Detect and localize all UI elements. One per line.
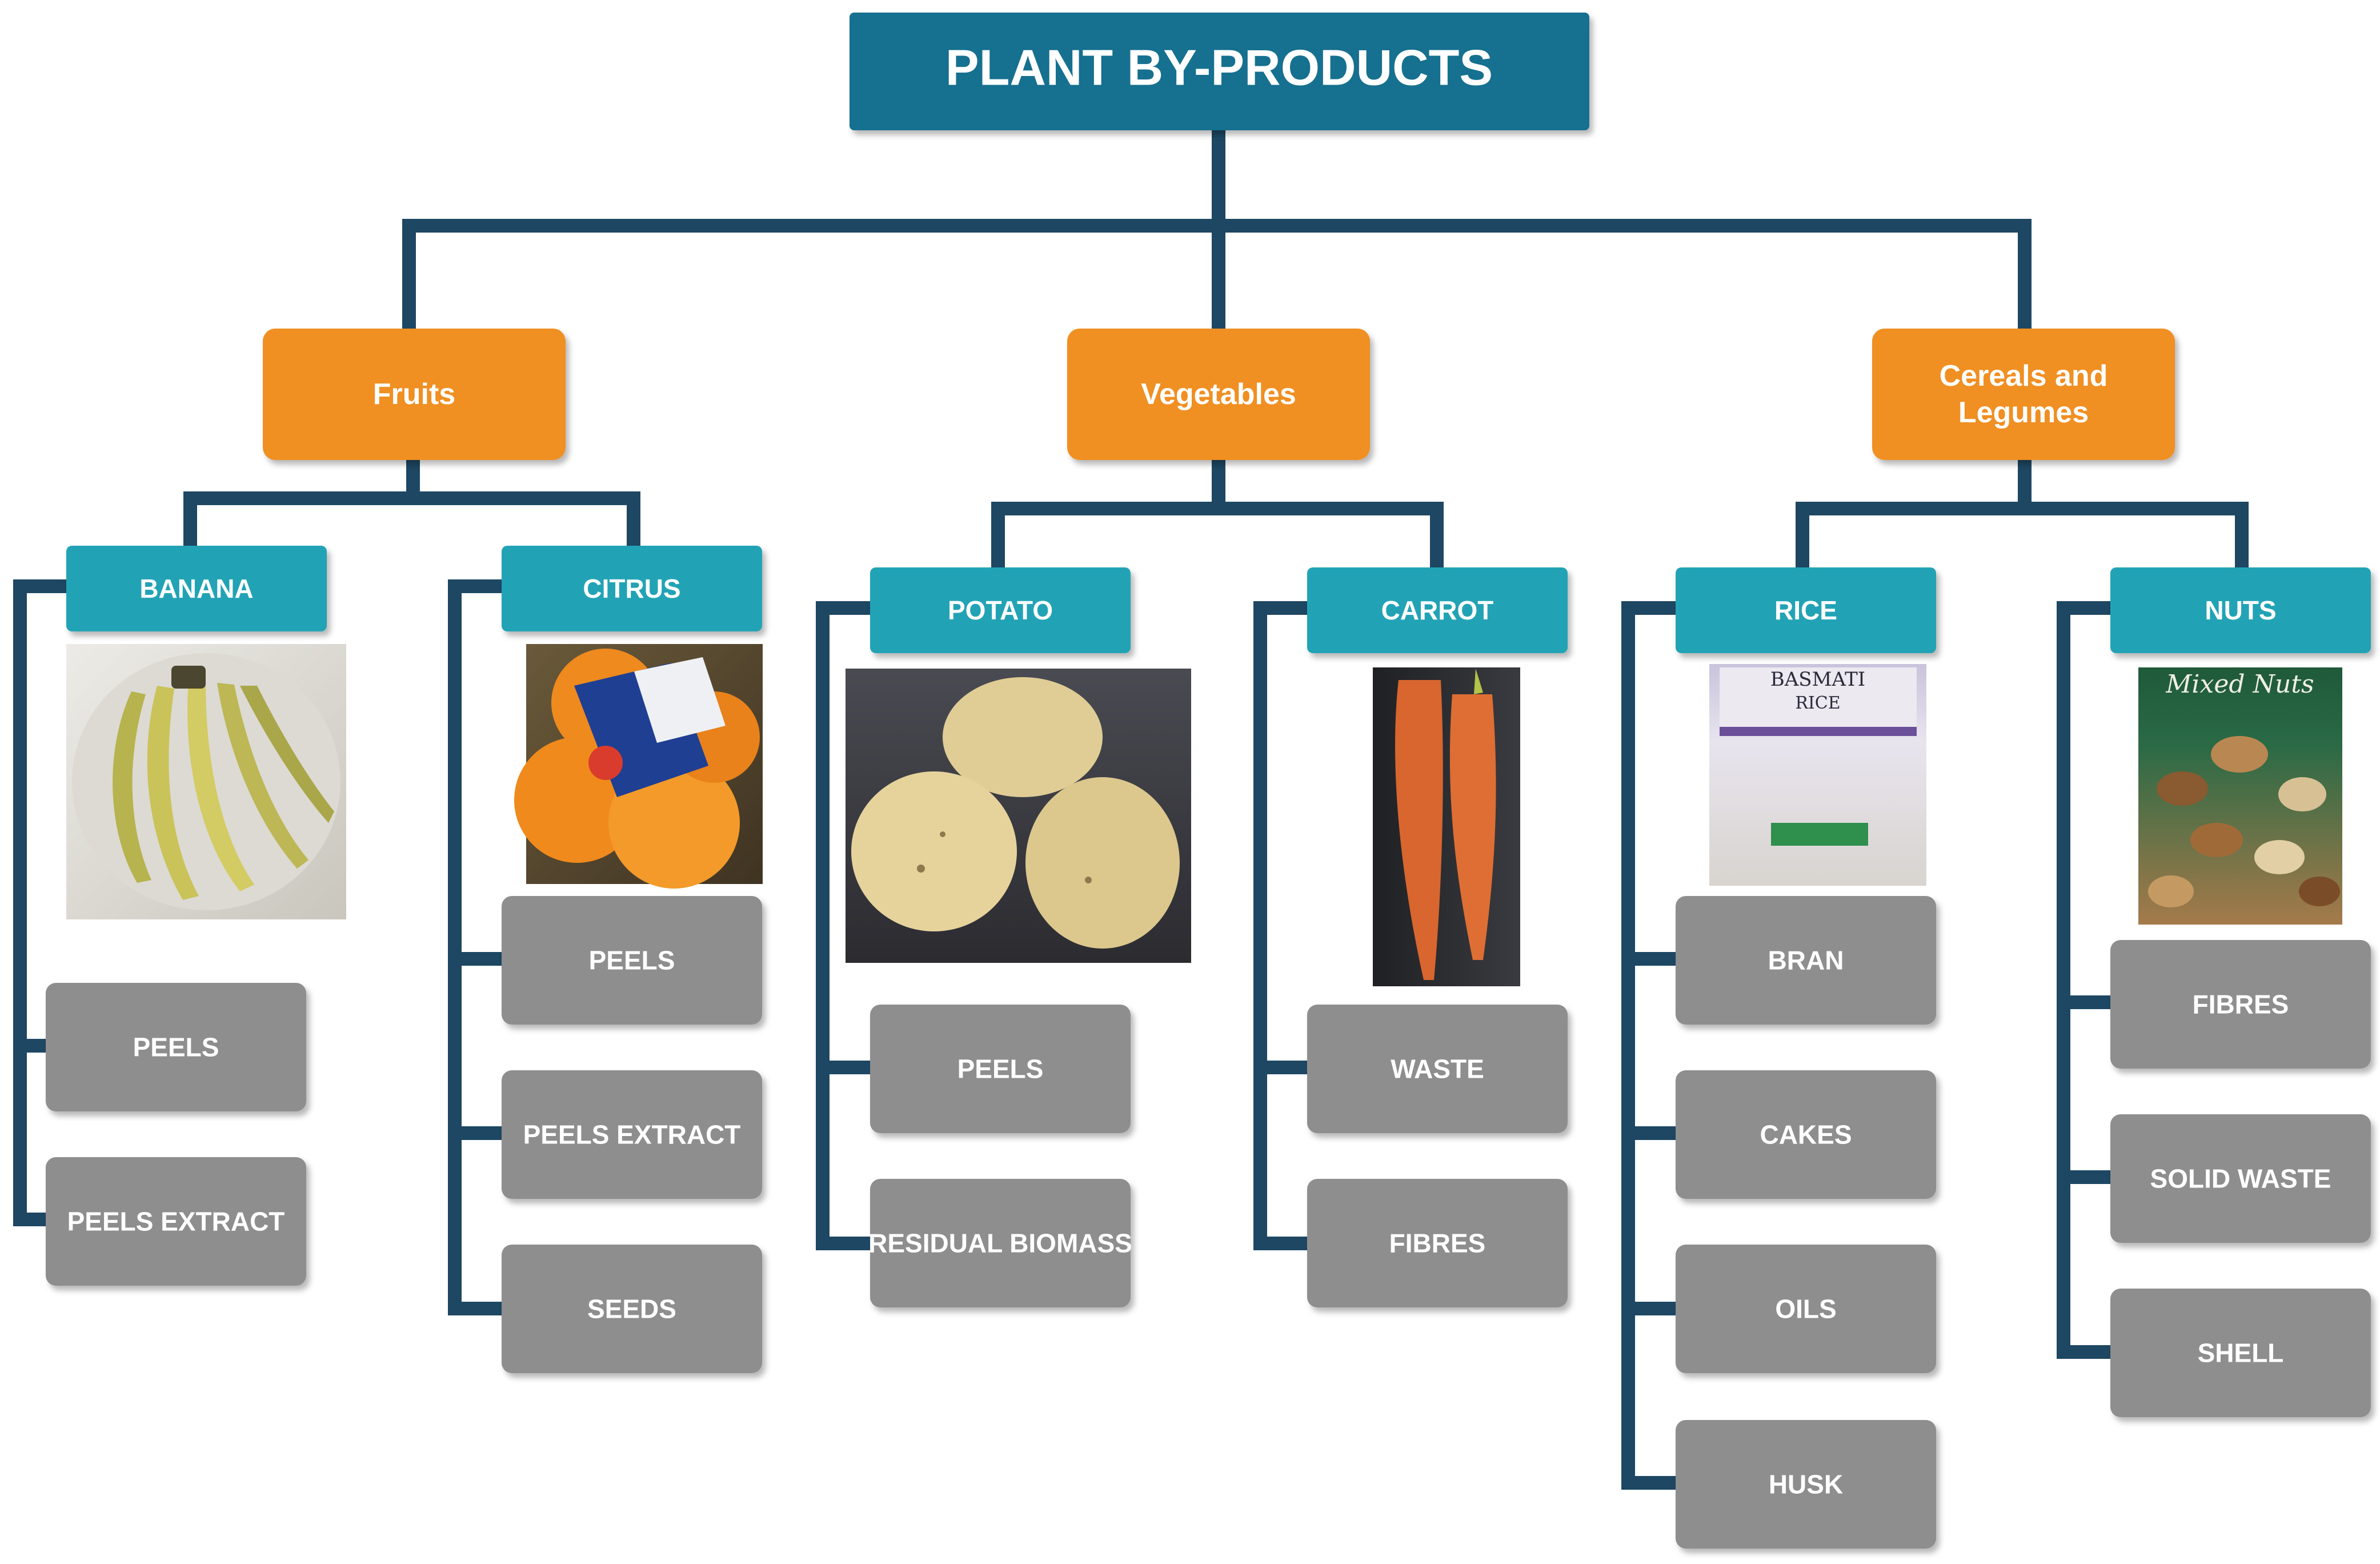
- category-label: Cereals and: [1940, 359, 2108, 393]
- byproduct-label: PEELS: [589, 946, 675, 975]
- byproduct-label: PEELS EXTRACT: [523, 1120, 741, 1150]
- item-label: CITRUS: [583, 574, 680, 603]
- item-box-carrot: CARROT: [1307, 567, 1568, 653]
- byproduct-label: PEELS EXTRACT: [67, 1207, 285, 1237]
- byproduct-box-rice-husk: HUSK: [1676, 1420, 1936, 1549]
- potato-photo: [846, 669, 1191, 963]
- title-box: PLANT BY-PRODUCTS: [850, 13, 1589, 130]
- diagram-title: PLANT BY-PRODUCTS: [945, 39, 1493, 96]
- item-label: CARROT: [1381, 595, 1494, 625]
- banana-photo: [66, 644, 346, 919]
- nuts-bag-label: Mixed Nuts: [2165, 670, 2314, 699]
- carrot-photo: [1373, 667, 1520, 986]
- byproduct-box-nuts-fibres: FIBRES: [2110, 940, 2371, 1069]
- category-label: Legumes: [1958, 396, 2089, 429]
- byproduct-label: CAKES: [1760, 1120, 1852, 1150]
- rice-bag-photo: BASMATI RICE: [1709, 664, 1926, 886]
- byproduct-box-rice-cakes: CAKES: [1676, 1070, 1936, 1199]
- category-box-vegetables: Vegetables: [1067, 329, 1370, 460]
- item-box-banana: BANANA: [66, 546, 327, 631]
- category-box-fruits: Fruits: [263, 329, 566, 460]
- citrus-photo: [514, 644, 763, 889]
- item-box-potato: POTATO: [870, 567, 1131, 653]
- byproduct-box-citrus-peels-extract: PEELS EXTRACT: [502, 1070, 762, 1199]
- byproduct-label: SHELL: [2198, 1338, 2284, 1368]
- byproduct-label: OILS: [1775, 1294, 1836, 1324]
- byproduct-label: WASTE: [1391, 1054, 1484, 1084]
- mixed-nuts-bag-photo: Mixed Nuts: [2138, 667, 2342, 925]
- item-box-citrus: CITRUS: [502, 546, 762, 631]
- byproduct-box-carrot-waste: WASTE: [1307, 1005, 1568, 1133]
- item-box-rice: RICE: [1676, 567, 1936, 653]
- byproduct-box-banana-peels: PEELS: [46, 983, 306, 1111]
- byproduct-label: BRAN: [1768, 946, 1844, 975]
- byproduct-label: PEELS: [133, 1033, 219, 1062]
- byproduct-label: SOLID WASTE: [2150, 1164, 2331, 1194]
- item-label: BANANA: [139, 574, 253, 603]
- byproduct-box-citrus-seeds: SEEDS: [502, 1245, 762, 1373]
- item-label: RICE: [1774, 595, 1837, 625]
- item-box-nuts: NUTS: [2110, 567, 2371, 653]
- byproduct-box-banana-peels-extract: PEELS EXTRACT: [46, 1157, 306, 1286]
- byproduct-label: HUSK: [1769, 1470, 1843, 1499]
- rice-bag-product: RICE: [1795, 693, 1840, 713]
- byproduct-box-nuts-solid-waste: SOLID WASTE: [2110, 1114, 2371, 1243]
- rice-bag-brand: BASMATI: [1770, 668, 1865, 691]
- item-label: POTATO: [948, 595, 1053, 625]
- byproduct-box-carrot-fibres: FIBRES: [1307, 1179, 1568, 1307]
- byproduct-label: SEEDS: [587, 1294, 676, 1324]
- byproduct-box-nuts-shell: SHELL: [2110, 1289, 2371, 1417]
- connector-lines: [13, 130, 2249, 1490]
- byproduct-label: FIBRES: [1389, 1229, 1486, 1258]
- byproduct-box-rice-bran: BRAN: [1676, 896, 1936, 1025]
- byproduct-label: RESIDUAL BIOMASS: [868, 1229, 1132, 1258]
- byproduct-box-potato-peels: PEELS: [870, 1005, 1131, 1133]
- byproduct-label: FIBRES: [2193, 990, 2289, 1019]
- byproduct-box-rice-oils: OILS: [1676, 1245, 1936, 1373]
- item-label: NUTS: [2205, 595, 2276, 625]
- category-label: Vegetables: [1141, 378, 1296, 411]
- byproduct-box-citrus-peels: PEELS: [502, 896, 762, 1025]
- byproduct-label: PEELS: [957, 1054, 1044, 1084]
- category-label: Fruits: [373, 378, 455, 411]
- byproduct-box-potato-residual-biomass: RESIDUAL BIOMASS: [868, 1179, 1132, 1307]
